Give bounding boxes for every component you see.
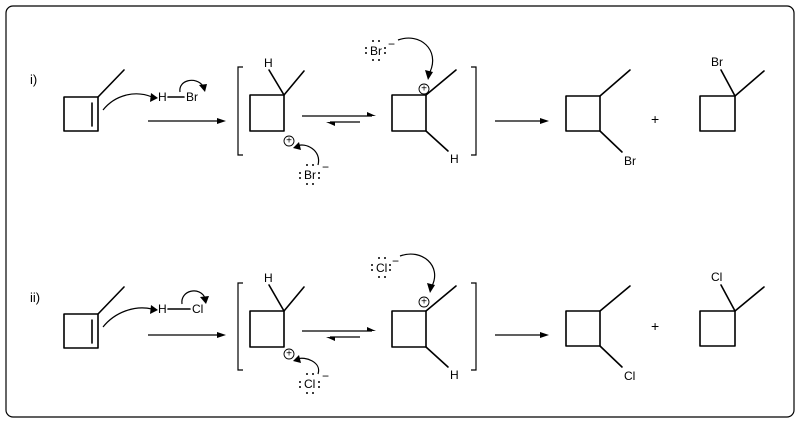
- carbocation-charge: +: [421, 297, 427, 308]
- bromide-anion-upper: Br −: [365, 37, 395, 61]
- product-b-substituent: Cl: [711, 270, 722, 284]
- nucleophile-charge: −: [322, 160, 329, 174]
- bracket-right: [471, 66, 477, 156]
- frame: [5, 5, 795, 418]
- reagent-h: H: [158, 90, 167, 104]
- bracket-left: [237, 282, 243, 371]
- product-a-substituent: Cl: [624, 369, 635, 383]
- curly-arrow-bond-to-br: [179, 79, 204, 93]
- nucleophile: Br: [370, 44, 382, 58]
- reagent-x: Cl: [192, 302, 203, 316]
- curly-arrow-alkene-to-h: [102, 307, 153, 328]
- carbocation-charge: +: [286, 136, 292, 147]
- reactant-methylcyclobutene: [63, 286, 125, 349]
- reagent-x: Br: [186, 90, 198, 104]
- carbocation-hydride-shift: [391, 285, 457, 368]
- plus-sign: +: [651, 111, 659, 127]
- carbocation-tertiary-h: [249, 284, 305, 348]
- bromide-anion-lower: Br −: [299, 160, 329, 185]
- bracket-right: [471, 282, 477, 371]
- nucleophile-charge: −: [388, 37, 395, 51]
- intermediate-h: H: [450, 368, 459, 382]
- product-b-substituent: Br: [711, 55, 723, 69]
- chloride-anion-upper: Cl −: [371, 254, 399, 278]
- reagent-h: H: [158, 302, 167, 316]
- nucleophile: Cl: [376, 261, 387, 275]
- nucleophile-charge: −: [392, 254, 399, 268]
- curly-arrow-nucleophile-upper: [397, 37, 434, 73]
- bracket-left: [237, 66, 243, 156]
- chloride-anion-lower: Cl −: [299, 369, 329, 394]
- intermediate-h: H: [264, 56, 273, 70]
- curly-arrow-nucleophile-upper: [399, 253, 436, 287]
- plus-sign: +: [651, 318, 659, 334]
- product-tertiary-halide: [699, 69, 765, 132]
- intermediate-h: H: [264, 271, 273, 285]
- product-a-substituent: Br: [624, 154, 636, 168]
- nucleophile-charge: −: [322, 369, 329, 383]
- curly-arrow-bond-to-cl: [181, 290, 206, 305]
- carbocation-tertiary-h: [249, 69, 305, 132]
- nucleophile: Br: [304, 168, 316, 182]
- carbocation-charge: +: [286, 349, 292, 360]
- reactant-methylcyclobutene: [63, 69, 125, 132]
- nucleophile: Cl: [304, 377, 315, 391]
- product-secondary-halide: [565, 69, 631, 153]
- carbocation-charge: +: [421, 84, 427, 95]
- row-label: i): [30, 72, 37, 87]
- row-label: ii): [30, 290, 40, 305]
- curly-arrow-alkene-to-h: [102, 93, 153, 111]
- carbocation-hydride-shift: [391, 69, 457, 152]
- intermediate-h: H: [450, 152, 459, 166]
- product-secondary-halide: [565, 285, 631, 368]
- product-tertiary-halide: [699, 284, 765, 347]
- row-ii: ii) H Cl H + Cl −: [30, 253, 765, 394]
- row-i: i) H Br H + Br −: [30, 37, 765, 185]
